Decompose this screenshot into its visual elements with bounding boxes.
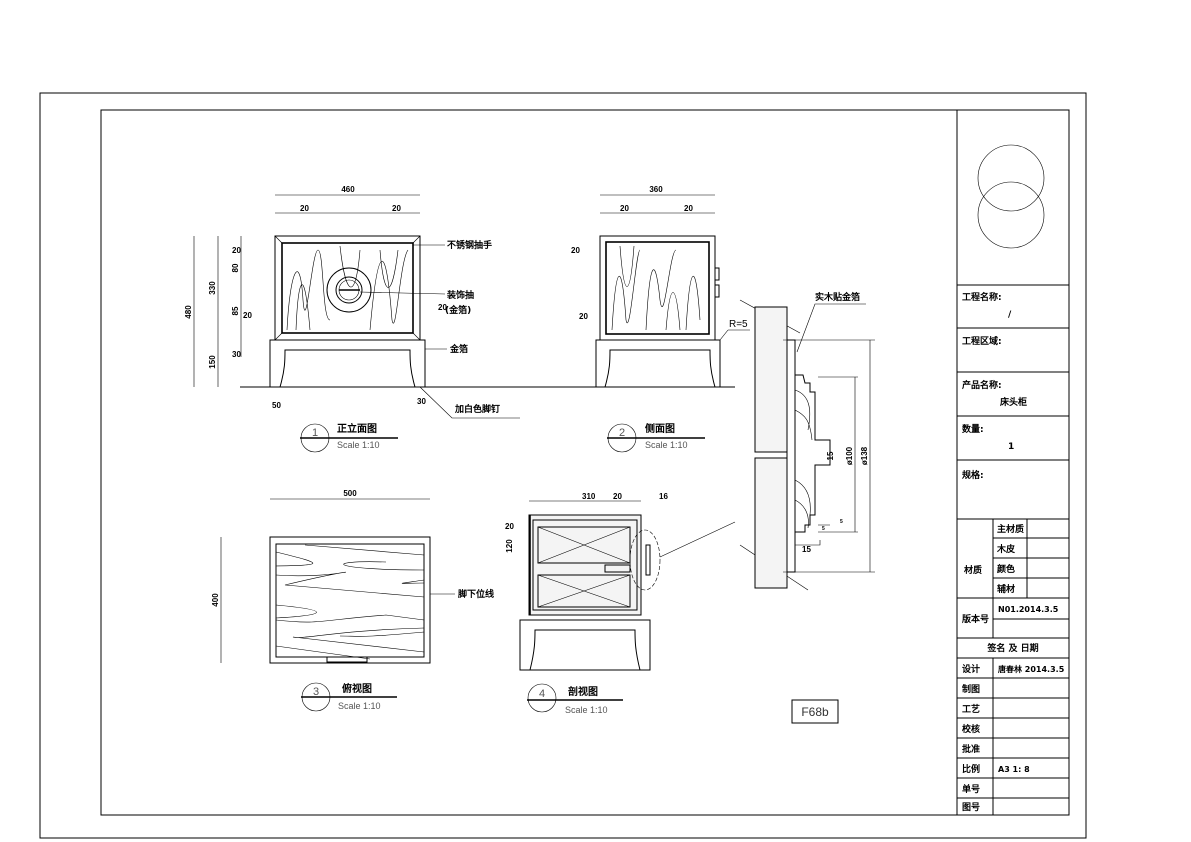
drawing-code-box [791,699,839,724]
dim-detail-offset: 15 [802,545,811,554]
dim-foot-left: 50 [272,401,281,410]
top-view: 500 400 脚下位线 3 俯视图 Scale 1:10 [211,489,494,712]
sign-row-design: 设计 唐春林 2014.3.5 [962,663,1065,675]
view-scale: Scale 1:10 [337,440,380,450]
dim-base-height: 150 [208,355,217,369]
dim-section-handle: 16 [659,492,668,501]
sign-row-process: 工艺 [962,703,980,715]
dim-upper: 80 [231,263,240,272]
sign-date-label: 签名 及 日期 [986,642,1038,654]
side-view: 360 20 20 20 20 R=5 2 侧面图 Scale 1:10 [571,185,750,453]
label-gold-leaf-paren: (金箔) [445,304,471,316]
view-title: 正立面图 [337,422,377,435]
project-area-label: 工程区域: [962,335,1002,347]
view-number: 4 [539,688,545,700]
dim-base-gap: 30 [232,350,241,359]
view-title: 剖视图 [568,685,598,698]
dim-section-drawer: 120 [505,539,514,553]
section-view: 310 20 16 20 120 4 剖视图 Scale 1:10 [505,492,736,715]
dim-width: 460 [341,185,355,194]
dim-top-depth: 400 [211,593,220,607]
dim-detail-small1: 5 [840,519,843,525]
sign-row-approve: 批准 [962,743,980,755]
dim-detail-gap: 15 [826,451,835,460]
dim-section-top: 20 [505,522,514,531]
dim-side-top: 20 [571,246,580,255]
label-foot-line: 脚下位线 [458,588,494,600]
dim-foot-right: 30 [417,397,426,406]
label-decorative-drawer: 装饰抽 [446,289,474,301]
sign-row-scale: 比例 A3 1: 8 [962,763,1030,775]
title-block: 工程名称: / 工程区域: 产品名称: 床头柜 数量: 1 规格: 材质 主材质… [956,110,1069,815]
material-main: 主材质 [997,523,1024,535]
section-view-caption: 4 剖视图 Scale 1:10 [527,683,623,715]
product-name-value: 床头柜 [1000,396,1027,408]
version-value: N01.2014.3.5 [998,605,1059,614]
view-scale: Scale 1:10 [645,440,688,450]
dim-side-rail: 20 [438,303,447,312]
sign-row-drawing-no: 图号 [962,802,980,813]
dim-left-inset: 20 [300,204,309,213]
product-name-label: 产品名称: [962,379,1002,391]
material-veneer: 木皮 [996,543,1016,555]
dim-total-height: 480 [184,305,193,319]
quantity-value: 1 [1008,442,1014,452]
sign-row-value: 唐春林 2014.3.5 [998,664,1065,674]
top-view-caption: 3 俯视图 Scale 1:10 [301,682,397,712]
outer-frame [39,92,1087,839]
material-label: 材质 [963,564,982,576]
detail-view: ø138 ø100 15 15 5 5 实木贴金箔 [739,291,875,591]
label-white-foot-nail: 加白色脚钉 [454,403,500,415]
front-view: 460 20 20 480 330 150 20 80 85 20 30 50 … [184,185,520,453]
logo-circle-bottom [977,181,1045,249]
sign-row-value: A3 1: 8 [998,765,1030,774]
dim-section-depth: 310 [582,492,596,501]
view-scale: Scale 1:10 [565,705,608,715]
material-auxiliary: 辅材 [997,583,1015,595]
dim-lower: 85 [231,306,240,315]
front-view-caption: 1 正立面图 Scale 1:10 [300,422,398,453]
detail-callout-arrow [659,521,736,558]
project-name-label: 工程名称: [962,291,1002,303]
view-scale: Scale 1:10 [338,701,381,711]
project-name-value: / [1008,310,1012,320]
material-color: 颜色 [997,563,1015,575]
dim-detail-small2: 5 [822,526,825,532]
dim-detail-inner: ø100 [845,446,854,465]
dim-right-inset: 20 [392,204,401,213]
dim-detail-outer: ø138 [860,446,869,465]
dim-side-right: 20 [684,204,693,213]
label-solid-wood-gold: 实木贴金箔 [815,291,860,303]
label-gold-leaf: 金箔 [449,343,468,355]
version-label: 版本号 [961,613,989,625]
sign-row-label: 设计 [962,663,980,675]
sign-row-order: 单号 [962,783,980,795]
dim-section-panel: 20 [613,492,622,501]
logo-circle-top [977,144,1045,212]
view-title: 侧面图 [645,422,675,435]
sign-row-drawing: 制图 [962,683,980,695]
view-number: 2 [619,427,625,439]
dim-top-rail: 20 [232,246,241,255]
side-view-caption: 2 侧面图 Scale 1:10 [607,422,705,453]
spec-label: 规格: [962,469,984,481]
quantity-label: 数量: [962,423,984,435]
label-stainless-handle: 不锈钢抽手 [447,239,492,251]
sign-row-check: 校核 [962,723,980,735]
view-title: 俯视图 [342,682,372,695]
dim-side-bottom: 20 [579,312,588,321]
dim-body-height: 330 [208,281,217,295]
sign-row-label: 比例 [962,763,980,775]
view-number: 1 [312,427,318,439]
view-number: 3 [313,686,319,698]
dim-top-width: 500 [343,489,357,498]
dim-side-left: 20 [620,204,629,213]
label-radius: R=5 [729,319,748,330]
dim-lower-rail: 20 [243,311,252,320]
dim-side-width: 360 [649,185,663,194]
drawing-code: F68b [801,705,829,719]
inner-frame [100,109,1070,816]
decorative-drawer-ring [326,267,372,313]
